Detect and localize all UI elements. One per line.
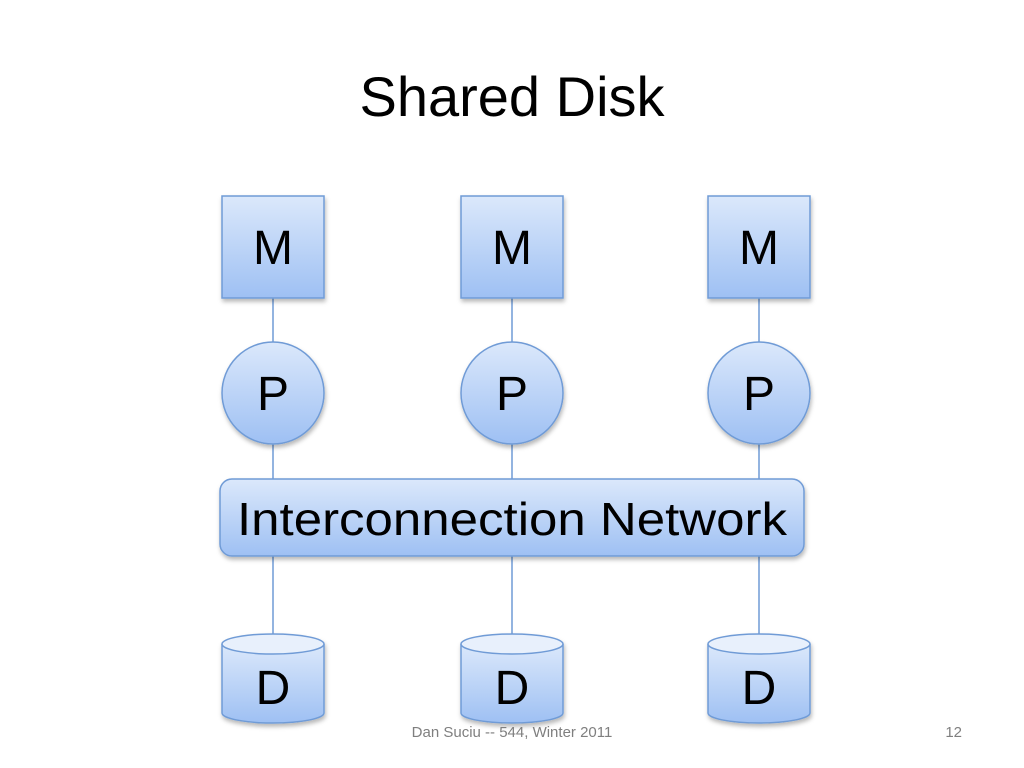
memory-label-3: M xyxy=(739,222,779,275)
disk-label-2: D xyxy=(495,662,530,715)
disk-label-3: D xyxy=(742,662,777,715)
processor-node-3: P xyxy=(707,341,811,445)
disk-node-2: D xyxy=(460,633,564,724)
page-number: 12 xyxy=(945,724,962,741)
processor-row: P P P xyxy=(221,341,811,445)
memory-node-1: M xyxy=(221,195,325,299)
processor-label-2: P xyxy=(496,368,528,421)
processor-node-1: P xyxy=(221,341,325,445)
processor-label-1: P xyxy=(257,368,289,421)
processor-node-2: P xyxy=(460,341,564,445)
network-label: Interconnection Network xyxy=(237,493,788,545)
connector-lines xyxy=(272,298,760,634)
memory-label-1: M xyxy=(253,222,293,275)
slide-footer: Dan Suciu -- 544, Winter 2011 xyxy=(411,724,613,741)
disk-node-3: D xyxy=(707,633,811,724)
memory-row: M M M xyxy=(221,195,811,299)
interconnection-network: Interconnection Network xyxy=(219,478,805,557)
processor-label-3: P xyxy=(743,368,775,421)
disk-node-1: D xyxy=(221,633,325,724)
disk-row: D D D xyxy=(221,633,811,724)
disk-label-1: D xyxy=(256,662,291,715)
memory-node-3: M xyxy=(707,195,811,299)
slide-title: Shared Disk xyxy=(359,65,665,128)
memory-node-2: M xyxy=(460,195,564,299)
memory-label-2: M xyxy=(492,222,532,275)
